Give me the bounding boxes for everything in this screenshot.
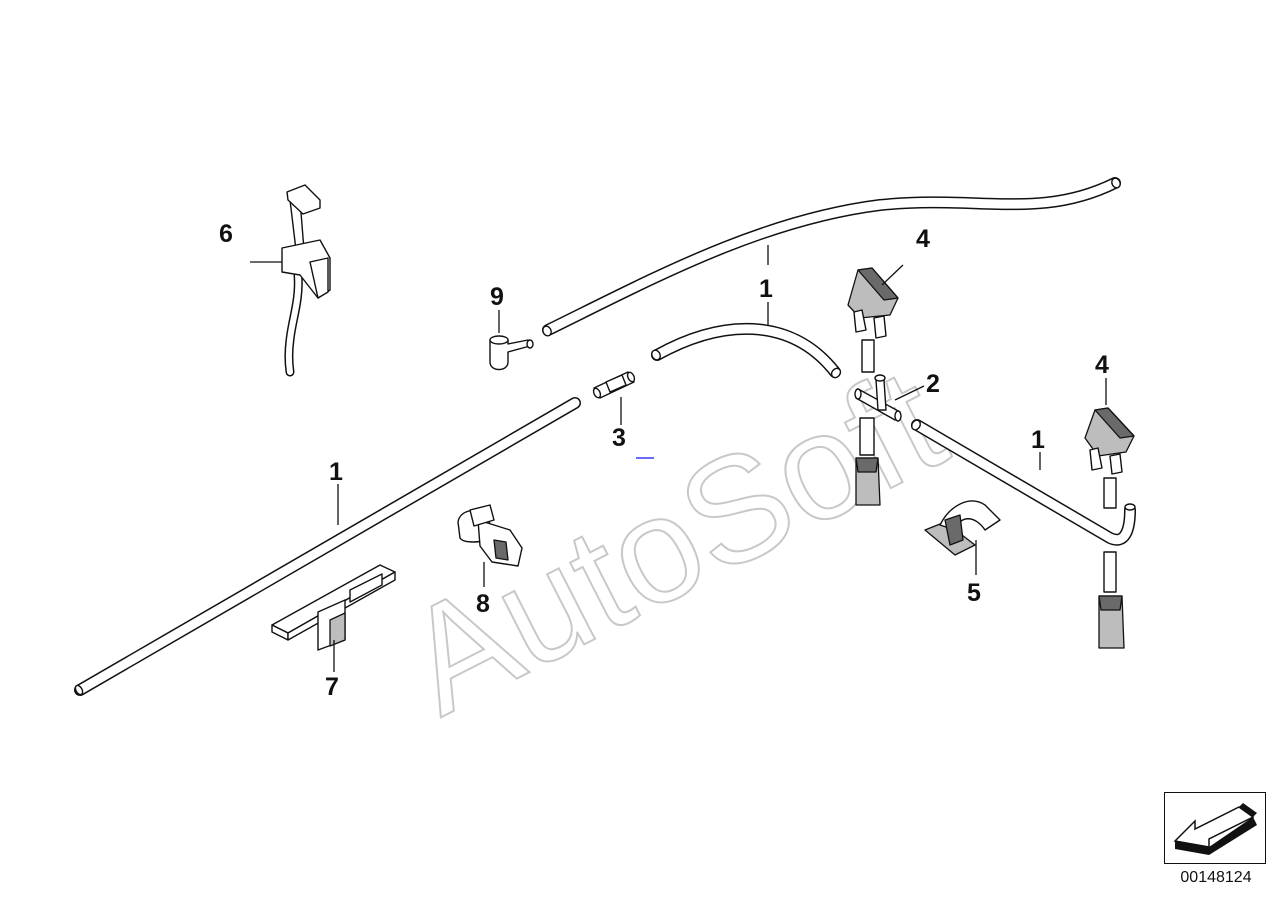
clip-5[interactable]: [924, 500, 1001, 556]
back-navigation-button[interactable]: [1164, 792, 1266, 864]
callout-6[interactable]: 6: [219, 220, 233, 248]
callout-8[interactable]: 8: [476, 590, 490, 618]
callout-5[interactable]: 5: [967, 579, 981, 607]
hose-long-lower[interactable]: [74, 397, 581, 696]
callout-1a[interactable]: 1: [329, 458, 343, 486]
rail-holder-7[interactable]: [271, 564, 396, 651]
callout-1b[interactable]: 1: [759, 275, 773, 303]
callout-9[interactable]: 9: [490, 283, 504, 311]
callout-3[interactable]: 3: [612, 424, 626, 452]
straight-connector-3[interactable]: [592, 371, 636, 399]
hose-right[interactable]: [910, 419, 1136, 546]
callout-1c[interactable]: 1: [1031, 426, 1045, 454]
leader-lines: [250, 245, 1107, 672]
callout-4a[interactable]: 4: [916, 225, 930, 253]
hose-long-upper[interactable]: [541, 177, 1121, 337]
callout-2[interactable]: 2: [926, 370, 940, 398]
callout-4b[interactable]: 4: [1095, 351, 1109, 379]
washer-jet-4-left[interactable]: [847, 267, 899, 506]
arrow-back-icon: [1173, 803, 1257, 855]
callout-7[interactable]: 7: [325, 673, 339, 701]
hose-middle[interactable]: [650, 322, 842, 380]
elbow-connector-9[interactable]: [489, 335, 534, 371]
cable-strap-6[interactable]: [281, 184, 331, 377]
diagram-number: 00148124: [1180, 869, 1252, 886]
washer-jet-4-right[interactable]: [1084, 407, 1135, 649]
hose-clip-8[interactable]: [457, 504, 523, 567]
t-piece-2[interactable]: [854, 374, 902, 422]
